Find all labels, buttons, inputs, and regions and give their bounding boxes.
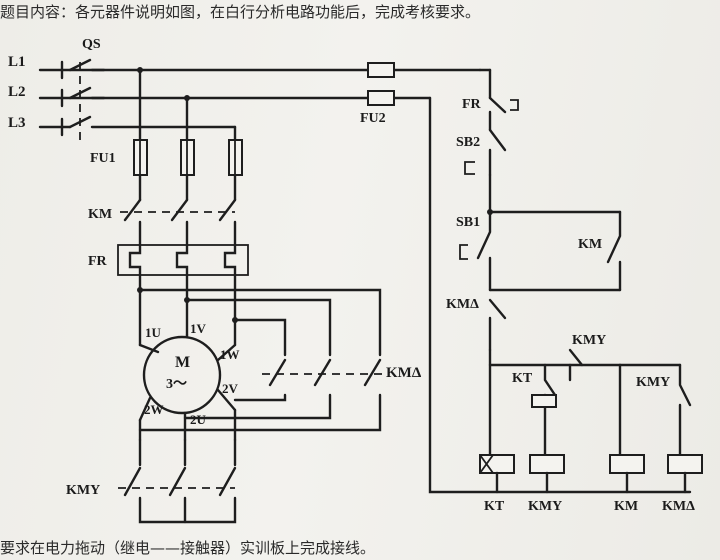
label-l3: L3 [8, 115, 26, 131]
kmd-contacts [262, 358, 385, 387]
coil-label-kmd: KMΔ [662, 499, 695, 514]
label-l1: L1 [8, 54, 26, 70]
motor-sublabel: 3～ [166, 377, 187, 392]
qs-switch [68, 58, 237, 142]
label-km-main: KM [88, 207, 113, 222]
power-phases [117, 67, 382, 357]
label-kmy-ctrl2: KMY [636, 375, 671, 390]
coil-label-kmy: KMY [528, 499, 563, 514]
task-requirement: 要求在电力拖动（继电——接触器）实训板上完成接线。 [0, 539, 376, 557]
label-kmd-main: KMΔ [386, 365, 422, 381]
label-l2: L2 [8, 84, 26, 100]
label-sb1: SB1 [456, 215, 481, 230]
terminal-1w: 1W [220, 347, 240, 362]
label-kmy-main: KMY [66, 483, 101, 498]
label-fr-ctrl: FR [462, 97, 481, 112]
label-kmd-ctrl: KMΔ [446, 297, 479, 312]
control-circuit [367, 62, 703, 494]
label-km-aux: KM [578, 237, 603, 252]
label-qs: QS [82, 37, 101, 52]
motor-label: M [175, 354, 191, 371]
kmy-contacts [118, 438, 237, 524]
supply-lines [38, 60, 482, 137]
terminal-2u: 2U [190, 412, 206, 427]
label-fu1: FU1 [90, 151, 116, 166]
terminal-1v: 1V [190, 321, 206, 336]
terminal-2w: 2W [144, 402, 164, 417]
terminal-1u: 1U [145, 325, 161, 340]
label-kt-ctrl: KT [512, 371, 533, 386]
label-kmy-ctrl1: KMY [572, 333, 607, 348]
label-sb2: SB2 [456, 135, 481, 150]
terminal-2v: 2V [222, 381, 238, 396]
coil-label-kt: KT [484, 499, 505, 514]
coil-label-km: KM [614, 499, 639, 514]
label-fu2: FU2 [360, 111, 386, 126]
label-fr-main: FR [88, 254, 107, 269]
motor [138, 333, 382, 442]
task-description: 题目内容：各元器件说明如图，在白行分析电路功能后，完成考核要求。 [0, 3, 481, 21]
